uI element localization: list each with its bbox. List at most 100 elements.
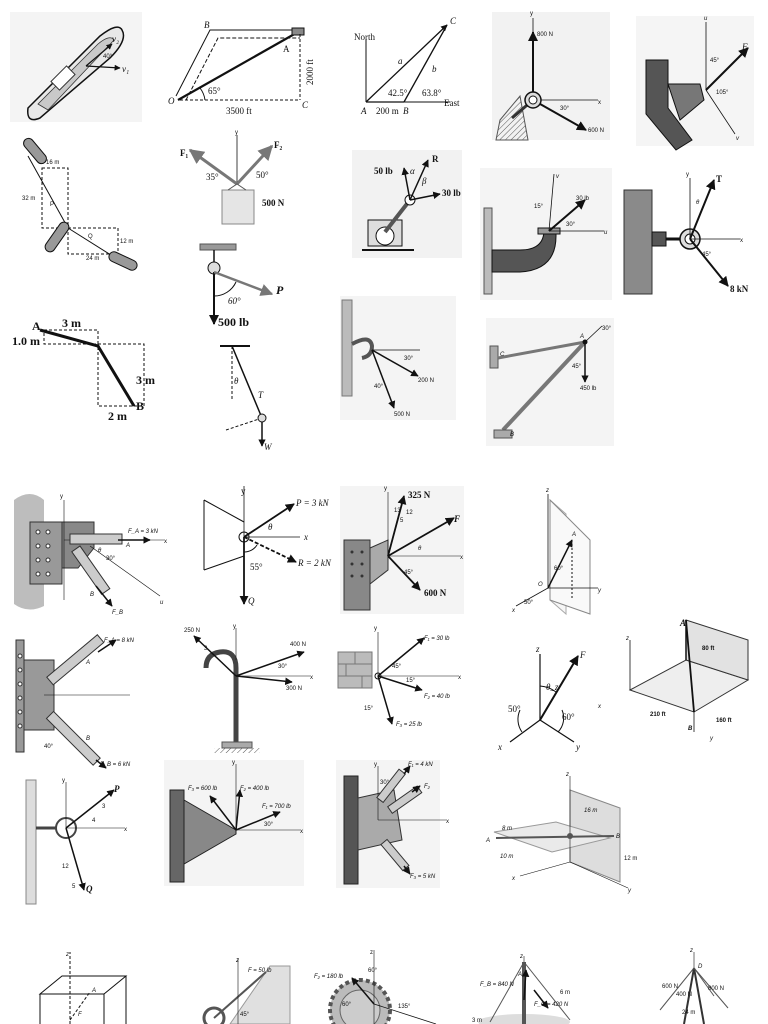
fig2-label-6: 63.8° <box>422 88 442 98</box>
fig21-label-5: 15° <box>364 706 374 712</box>
fig4-label-3: 105° <box>716 90 729 96</box>
fig1-label-1: A <box>283 44 290 54</box>
fig7-label-3: β <box>421 176 427 186</box>
figure-pulley-50lb: z F = 50 lb 45° <box>202 958 291 1024</box>
fig15-label-6: B <box>90 592 94 598</box>
fig2-label-1: East <box>444 98 460 108</box>
fig13-label-1: 40° <box>374 384 384 390</box>
fig30-label-1: F₂ = 180 lb <box>314 974 344 980</box>
figure-crate-two-cables: y F₁ F₂ 35° 50° 500 N <box>180 130 285 225</box>
figure-boom-cable: A 30° C 45° 450 lb B <box>486 318 614 446</box>
fig30-label-3: 60° <box>342 1002 352 1008</box>
fig13-label-0: 30° <box>404 356 414 362</box>
fig6-label-2: F₂ <box>274 140 282 150</box>
fig16-label-3: x <box>303 532 308 542</box>
figure-hook-forces: 30° 40° 200 N 500 N <box>340 296 456 420</box>
fig24-label-7: x <box>124 827 127 833</box>
fig8-label-1: 30 lb <box>576 196 590 202</box>
figure-cable-position: B A O C 65° 3500 ft 2000 ft <box>168 20 315 116</box>
fig19-label-1: A <box>85 660 90 666</box>
fig2-label-9: 200 m <box>376 106 399 116</box>
fig32-label-0: z <box>689 948 693 954</box>
fig3-label-4: x <box>598 100 601 106</box>
fig26-label-4: x <box>446 819 449 825</box>
fig20-label-3: 4 <box>196 638 200 644</box>
fig17-label-5: F <box>453 514 460 524</box>
fig5-label-5: 24 m <box>86 256 99 262</box>
fig13-label-3: 500 N <box>394 412 410 418</box>
fig14-label-3: 45° <box>572 364 582 370</box>
fig27-label-0: z <box>565 772 569 778</box>
fig15-label-4: θ <box>98 548 102 554</box>
fig23-label-3: 210 ft <box>650 712 666 718</box>
fig4-label-4: v <box>736 136 740 142</box>
fig9-label-4: 45° <box>702 252 712 258</box>
fig32-label-4: 800 N <box>708 986 724 992</box>
fig23-label-2: 80 ft <box>702 646 714 652</box>
fig9-label-1: T <box>716 174 722 184</box>
fig18-label-2: A <box>571 532 576 538</box>
fig23-label-5: B <box>688 726 693 732</box>
fig24-label-0: y <box>62 778 65 784</box>
fig8-label-3: 30° <box>566 222 576 228</box>
fig20-label-7: x <box>310 675 313 681</box>
fig14-label-0: A <box>579 334 584 340</box>
figure-pulley-pin: 50 lb R α β 30 lb <box>352 150 462 258</box>
fig17-label-1: 325 N <box>408 490 431 500</box>
fig23-label-6: x <box>597 704 602 710</box>
fig2-label-3: a <box>398 56 403 66</box>
fig31-label-4: F_C = 420 N <box>534 1002 569 1008</box>
fig26-label-1: F₁ = 4 kN <box>408 762 433 768</box>
figure-plate-two-members: F_A = 8 kN A B 40° F_B = 6 kN <box>15 634 135 769</box>
fig23-label-0: z <box>625 636 629 642</box>
fig2-label-7: A <box>360 106 367 116</box>
fig28-label-2: F <box>78 1012 82 1018</box>
fig27-label-5: 10 m <box>500 854 513 860</box>
fig31-label-2: A <box>517 972 522 978</box>
fig7-label-0: 50 lb <box>374 166 393 176</box>
fig24-label-1: P <box>114 784 120 794</box>
fig3-label-1: 800 N <box>537 32 553 38</box>
figure-bracket-4kn-5kn: y F₁ = 4 kN 30° F₂ x F₃ = 5 kN <box>336 760 449 888</box>
fig11-label-0: A <box>32 319 41 333</box>
fig6-label-3: 35° <box>206 172 219 182</box>
fig17-label-6: θ <box>418 546 422 552</box>
fig21-label-6: F₃ = 25 lb <box>396 722 423 728</box>
fig18-label-0: z <box>545 488 549 494</box>
fig1-label-3: C <box>302 100 309 110</box>
fig29-label-2: 45° <box>240 1012 250 1018</box>
fig25-label-2: F₂ = 400 lb <box>240 786 270 792</box>
figure-rod-3d-plane: z 16 m A B 12 m 10 m 8 m x y <box>485 772 637 894</box>
fig13-label-2: 200 N <box>418 378 434 384</box>
fig16-label-4: 55° <box>250 562 263 572</box>
fig17-label-8: 600 N <box>424 588 447 598</box>
fig14-label-4: 450 lb <box>580 386 597 392</box>
fig4-label-0: u <box>704 16 708 22</box>
fig1-label-4: 65° <box>208 86 221 96</box>
fig28-label-1: A <box>91 988 96 994</box>
fig6-label-0: y <box>235 130 238 136</box>
fig0-label-0: v₂ <box>112 34 119 44</box>
fig32-label-5: 24 m <box>682 1010 695 1016</box>
figure-position-vector-ab: A 3 m 1.0 m 3 m 2 m B <box>12 316 155 423</box>
fig5-label-2: P <box>50 202 54 208</box>
fig26-label-5: F₃ = 5 kN <box>410 874 436 880</box>
fig15-label-0: y <box>60 494 63 500</box>
fig14-label-2: C <box>500 352 505 358</box>
fig25-label-3: F₁ = 700 lb <box>262 804 291 810</box>
figure-force-direction-3d: z F θ_z 50° 60° x y <box>497 644 586 752</box>
figure-pipe-bracket: 15° 30 lb v 30° u <box>480 168 612 300</box>
fig23-label-7: y <box>709 736 714 742</box>
fig6-label-5: 500 N <box>262 198 285 208</box>
fig15-label-5: 30° <box>106 556 116 562</box>
fig3-label-2: 30° <box>560 106 570 112</box>
fig32-label-3: 400 N <box>676 992 692 998</box>
fig3-label-3: 600 N <box>588 128 604 134</box>
fig30-label-4: 135° <box>398 1004 411 1010</box>
fig8-label-0: 15° <box>534 204 544 210</box>
fig0-label-1: v₁ <box>122 64 129 74</box>
figure-ship-velocity: v₂ v₁ 40° <box>10 12 142 122</box>
fig20-label-5: 400 N <box>290 642 306 648</box>
fig16-label-6: Q <box>248 596 255 606</box>
fig10-label-0: 60° <box>228 296 241 306</box>
